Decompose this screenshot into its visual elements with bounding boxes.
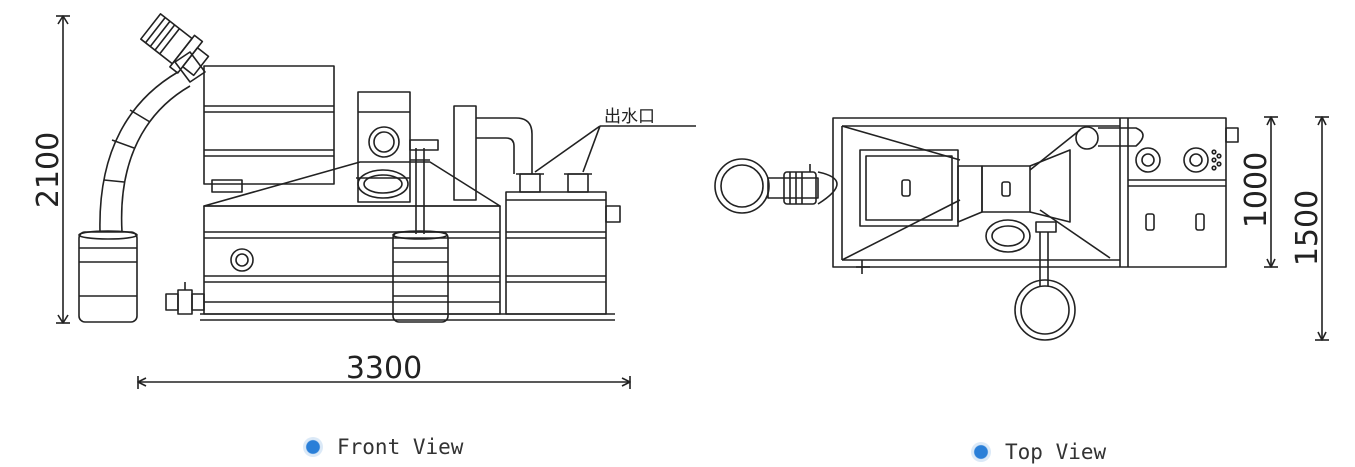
top-view-drawing: 1000 1500 [714,116,1329,341]
height-dimension-line [56,15,70,324]
funnel-section [957,149,1071,223]
total-height-dimension-label: 1500 [1290,190,1325,266]
outlet-leader-lines [534,125,696,173]
front-view-caption: Front View [303,435,463,459]
top-view-caption: Top View [971,440,1106,464]
outlet-tank [505,173,621,315]
top-view-flanges [1135,127,1239,173]
inner-height-dimension-line [1264,116,1278,268]
valve-pipe [409,139,439,234]
top-view-label: Top View [1005,440,1107,464]
outlet-label: 出水口 [604,107,655,127]
screen-box [859,149,959,227]
drain-valve [165,282,205,315]
front-view-label: Front View [337,435,464,459]
top-view-hatch [856,219,1076,341]
main-tank [200,161,615,321]
bullet-dot-icon [303,437,323,457]
width-dimension-line [137,376,631,389]
height-dimension-label: 2100 [31,132,66,208]
front-view-drawing: 2100 3300 [31,13,696,389]
vent-pipe [453,105,533,201]
top-view-outlet-tank [1145,213,1205,231]
inner-height-dimension-label: 1000 [1239,152,1274,228]
left-bucket [78,230,138,323]
width-dimension-label: 3300 [346,351,422,386]
middle-bucket [392,230,449,323]
top-view-motor [714,158,838,214]
grinder-motor [140,13,210,83]
top-view-elbow [1075,126,1144,150]
bullet-dot-icon [971,442,991,462]
upper-tank [203,65,335,193]
inspection-hatch [356,169,410,199]
total-height-dimension-line [1315,116,1329,341]
inlet-hose [99,71,191,233]
